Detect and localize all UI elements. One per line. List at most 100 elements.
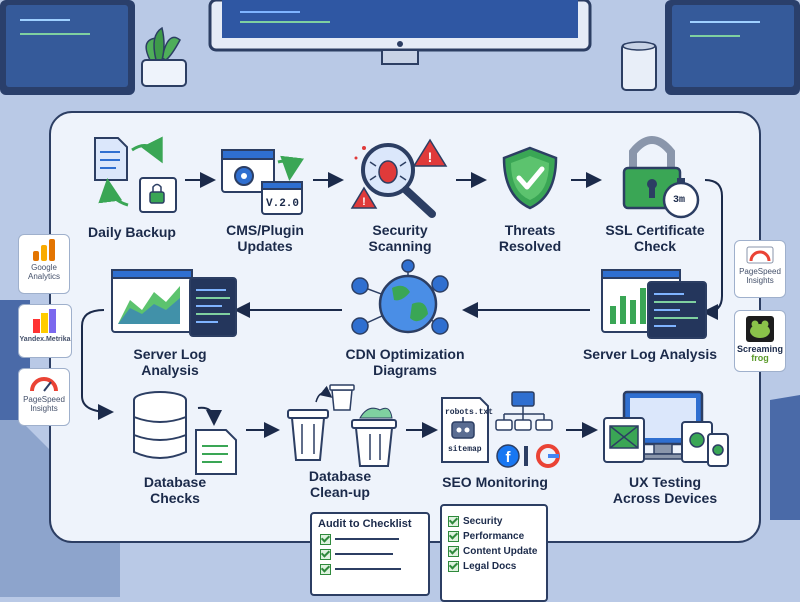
step-label-line: Updates: [237, 238, 293, 254]
summary-item-legal-docs: Legal Docs: [448, 559, 540, 574]
server-log-chart-icon-right: [601, 269, 707, 339]
step-label-line: Resolved: [498, 238, 562, 254]
shield-check-icon: [502, 146, 558, 210]
robots-doc-icon: [441, 397, 489, 463]
screaming-frog-line1: Screaming: [736, 344, 784, 354]
summary-item-content-update: Content Update: [448, 544, 540, 559]
step-label-line: Daily Backup: [88, 224, 176, 240]
version-text: V.2.0: [266, 198, 300, 210]
trash-cans-icon: [287, 384, 397, 467]
pagespeed-right-badge: PageSpeed Insights: [734, 240, 786, 298]
step-label-line: SSL Certificate: [605, 222, 705, 238]
step-label-line: Scanning: [368, 238, 432, 254]
arrow-ssl-to-serverlog: [702, 179, 723, 320]
warning-icon: ! !: [350, 138, 448, 209]
sitemap-tree-icon: [495, 391, 553, 431]
summary-checklist-note: Security Performance Content Update Lega…: [440, 504, 548, 602]
metrika-bars-icon: [33, 309, 56, 333]
checklist-row: [320, 532, 420, 547]
speedometer-icon: [746, 246, 774, 264]
checklist-row: [320, 562, 420, 577]
cms-update-icon: [221, 149, 305, 215]
step-label-line: Server Log: [133, 346, 207, 362]
step-label-line: Database: [143, 474, 207, 490]
summary-item-label: Content Update: [463, 546, 538, 557]
step-label-line: UX Testing: [628, 474, 702, 490]
frog-icon: [746, 316, 774, 342]
checkbox-icon: [448, 545, 459, 557]
step-label-daily-backup: Daily Backup: [72, 224, 192, 240]
timer-text: 3m: [673, 195, 686, 206]
svg-text:f: f: [506, 449, 512, 466]
audit-checklist-note: Audit to Checklist: [310, 512, 430, 596]
server-log-chart-icon-left: [111, 269, 237, 337]
pagespeed-left-line2: Insights: [30, 404, 58, 413]
robots-text: robots.txt: [445, 408, 494, 417]
yandex-metrika-label: Yandex.Metrika: [19, 336, 71, 343]
step-label-seo-monitoring: SEO Monitoring: [430, 474, 560, 490]
summary-item-label: Security: [463, 516, 503, 527]
globe-network-icon: [351, 259, 449, 335]
google-analytics-line2: Analytics: [27, 272, 60, 281]
analytics-bars-icon: [33, 239, 55, 261]
summary-item-label: Performance: [463, 531, 525, 542]
summary-item-label: Legal Docs: [463, 561, 517, 572]
checkbox-icon: [320, 533, 331, 545]
screaming-frog-badge: Screaming frog: [734, 310, 786, 372]
mug-icon: [621, 41, 657, 91]
svg-text:!: !: [362, 196, 366, 208]
step-label-line: Checks: [150, 490, 200, 506]
step-label-line: Across Devices: [612, 490, 718, 506]
step-label-line: Check: [633, 238, 677, 254]
arrow-serverlog-to-database: [81, 309, 114, 420]
pagespeed-right-line2: Insights: [746, 276, 774, 285]
audit-checklist-rows: [312, 532, 428, 577]
timer-icon: [662, 178, 700, 219]
screaming-frog-line2: frog: [751, 353, 769, 363]
step-label-line: Server Log Analysis: [582, 346, 718, 362]
devices-icon: [603, 390, 729, 467]
step-label-line: Analysis: [141, 362, 199, 378]
checkbox-icon: [448, 515, 459, 527]
google-analytics-line1: Google: [31, 263, 57, 272]
step-label-line: Diagrams: [373, 362, 437, 378]
step-label-server-log-analysis-right: Server Log Analysis: [575, 346, 725, 362]
summary-item-performance: Performance: [448, 529, 540, 544]
social-logos-icon: f: [496, 444, 560, 468]
pagespeed-right-line1: PageSpeed: [739, 267, 781, 276]
checklist-row: [320, 547, 420, 562]
pagespeed-left-line1: PageSpeed: [23, 395, 65, 404]
google-analytics-badge: Google Analytics: [18, 234, 70, 294]
checkbox-icon: [448, 530, 459, 542]
summary-item-security: Security: [448, 514, 540, 529]
summary-checklist-rows: Security Performance Content Update Lega…: [442, 514, 546, 574]
step-label-line: CDN Optimization: [345, 346, 465, 362]
svg-text:!: !: [428, 149, 433, 165]
magnifier-bug-icon: [361, 143, 436, 218]
checkbox-icon: [320, 563, 331, 575]
speedometer-icon: [30, 377, 58, 392]
checkbox-icon: [448, 560, 459, 572]
step-label-line: Security: [372, 222, 428, 238]
backup-icon: [94, 136, 177, 213]
step-label-line: SEO Monitoring: [442, 474, 548, 490]
pagespeed-left-badge: PageSpeed Insights: [18, 368, 70, 426]
background-monitors: [0, 0, 800, 95]
step-label-line: Clean-up: [310, 484, 370, 500]
yandex-metrika-badge: Yandex.Metrika: [18, 304, 72, 358]
sitemap-text: sitemap: [448, 445, 482, 454]
step-label-line: CMS/Plugin: [226, 222, 304, 238]
audit-checklist-title: Audit to Checklist: [318, 518, 412, 530]
plant-icon: [141, 26, 187, 87]
database-icon: [133, 391, 237, 475]
checkbox-icon: [320, 548, 331, 560]
